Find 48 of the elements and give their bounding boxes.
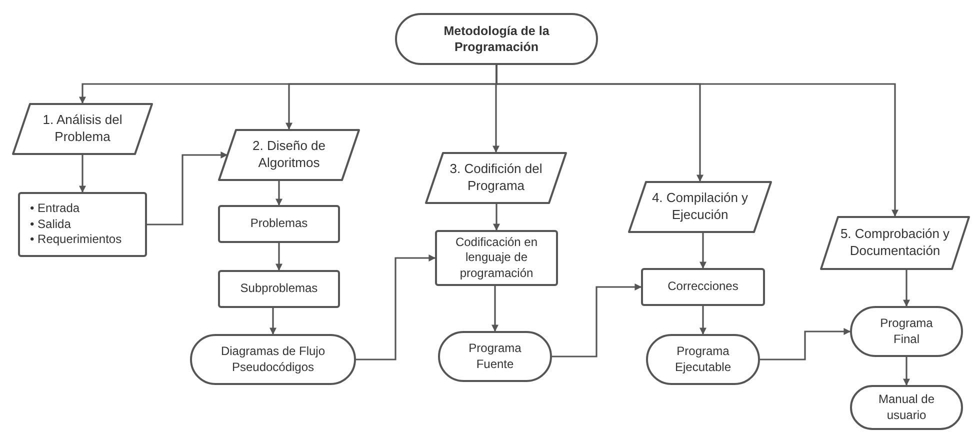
input-output-parallelogram	[12, 103, 153, 155]
arrow	[492, 286, 498, 332]
node-label: Programa Ejecutable	[674, 344, 732, 376]
process-box	[641, 268, 765, 306]
list-item: • Entrada	[30, 201, 81, 217]
arrow	[79, 155, 86, 193]
node-label: Metodología de la Programación	[442, 22, 550, 56]
process-box	[435, 230, 558, 286]
arrow	[276, 243, 282, 271]
list-item: • Requerimientos	[30, 232, 122, 248]
arrow	[552, 284, 642, 358]
terminator-shape	[646, 334, 760, 385]
node-label: 1. Análisis del Problema	[42, 112, 124, 146]
input-output-parallelogram	[820, 216, 970, 270]
node-label: 2. Diseño de Algoritmos	[252, 138, 326, 172]
process-box	[218, 205, 340, 243]
arrow	[493, 204, 500, 231]
node-label: Programa Final	[879, 316, 934, 348]
process-box	[18, 192, 147, 257]
node-label: Problemas	[250, 216, 308, 232]
arrow	[276, 181, 282, 206]
arrow	[270, 308, 276, 335]
terminator-shape	[438, 331, 552, 382]
arrow	[147, 152, 228, 226]
terminator-shape	[850, 306, 963, 357]
list-item: • Salida	[30, 216, 72, 232]
input-output-parallelogram	[218, 129, 360, 181]
node-label: 3. Codifición del Programa	[448, 161, 544, 195]
node-label: Subproblemas	[240, 281, 318, 297]
node-label: Manual de usuario	[877, 392, 936, 424]
process-box	[218, 270, 340, 308]
node-label: 5. Comprobación y Documentación	[839, 226, 951, 260]
node-label: Diagramas de Flujo Pseudocódigos	[220, 344, 326, 376]
node-label: 4. Compilación y Ejecución	[650, 190, 750, 224]
terminator-shape	[850, 385, 963, 430]
node-label: Correcciones	[668, 279, 738, 295]
terminator-shape	[190, 334, 356, 385]
arrow	[700, 306, 706, 335]
arrow	[903, 357, 910, 386]
arrow	[903, 270, 910, 307]
arrow	[700, 233, 706, 269]
input-output-parallelogram	[425, 152, 567, 204]
node-label: Codificación en lenguaje de programación	[454, 234, 539, 282]
arrow	[760, 328, 851, 360]
start-terminator	[395, 13, 598, 65]
arrow	[356, 254, 436, 360]
input-output-parallelogram	[628, 181, 772, 233]
node-label: Programa Fuente	[468, 340, 522, 372]
